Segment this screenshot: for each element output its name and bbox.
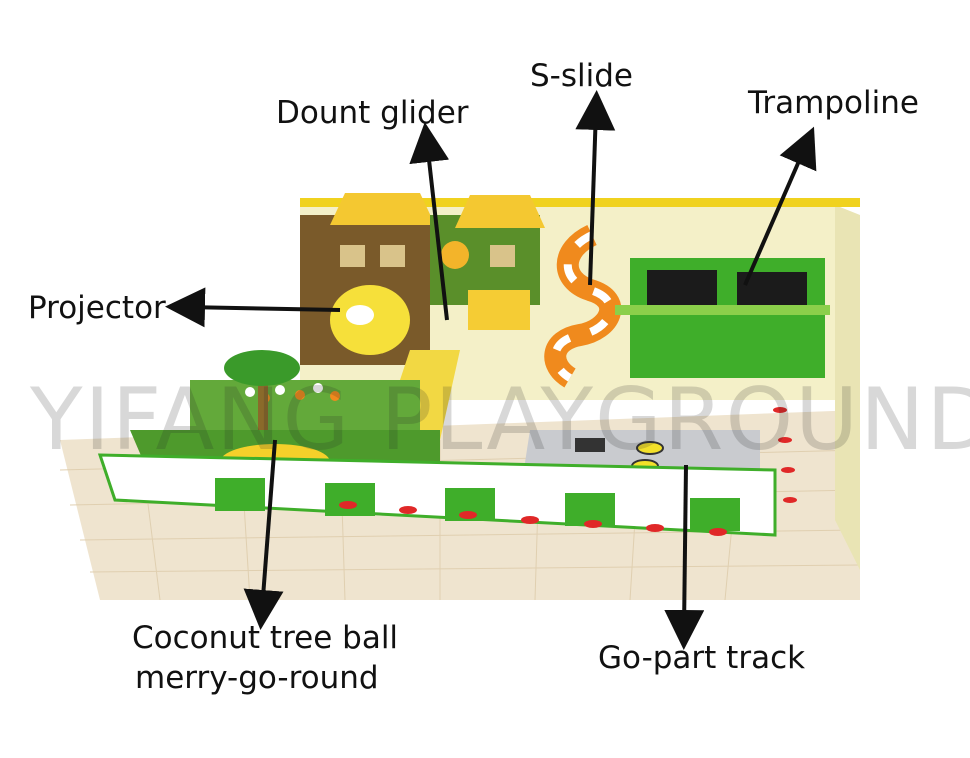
arrow-coconut [243, 439, 284, 630]
bear-sign [441, 241, 469, 269]
arrow-trampoline [743, 126, 817, 286]
go-kart-1 [575, 438, 605, 452]
label-projector: Projector [28, 290, 166, 326]
label-s-slide: S-slide [530, 58, 633, 94]
palm-trunk [258, 370, 268, 440]
roof-left [330, 193, 435, 225]
label-go-kart: Go-part track [598, 640, 806, 676]
label-coconut-line2: merry-go-round [135, 660, 379, 696]
label-coconut-line1: Coconut tree ball [132, 620, 399, 656]
window-1 [340, 245, 365, 267]
annotation-arrows [165, 90, 817, 650]
arrow-projector [165, 287, 341, 328]
arrow-go-kart [664, 464, 705, 650]
right-wall [835, 205, 860, 570]
label-trampoline: Trampoline [748, 85, 919, 121]
palm-leaves [224, 350, 300, 386]
wall-trim [300, 198, 860, 207]
roof-middle [455, 195, 545, 228]
projector-face [346, 305, 374, 325]
window-3 [490, 245, 515, 267]
window-2 [380, 245, 405, 267]
s-slide-stripe [551, 231, 615, 382]
arrow-donut-glider [409, 122, 450, 321]
stools [339, 407, 797, 536]
watermark: YIFANG PLAYGROUND [30, 370, 970, 470]
trampoline-rail [615, 305, 830, 315]
label-donut-glider: Dount glider [276, 95, 469, 131]
arrow-s-slide [575, 90, 616, 286]
yellow-tower [468, 290, 530, 330]
trampoline-pad-1 [647, 270, 717, 306]
